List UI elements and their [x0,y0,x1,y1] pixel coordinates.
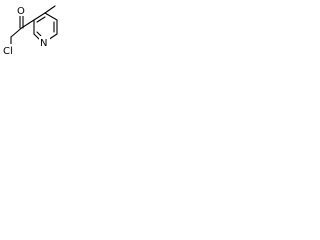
chlorine-label-bg [2,44,19,56]
ring-inner-bond-1 [36,16,46,23]
oxygen-label: O [17,6,25,17]
structure-canvas: O Cl N [0,0,78,78]
ring-inner-bond-3 [36,31,42,37]
oxygen-label-bg [16,4,27,16]
bond-group [10,5,58,48]
carbonyl-to-ring-bond [20,19,35,29]
nitrogen-label: N [40,38,47,49]
chemical-structure-diagram: O Cl N [2,4,58,57]
methyl-bond [44,5,56,14]
atom-label-group: O Cl N [2,4,50,57]
ring-bond-c4-c5 [44,12,58,21]
ring-bond-c3-c4 [33,12,46,21]
carbonyl-to-methylene-bond [10,27,23,38]
nitrogen-label-bg [39,36,50,48]
chlorine-label: Cl [3,46,13,57]
